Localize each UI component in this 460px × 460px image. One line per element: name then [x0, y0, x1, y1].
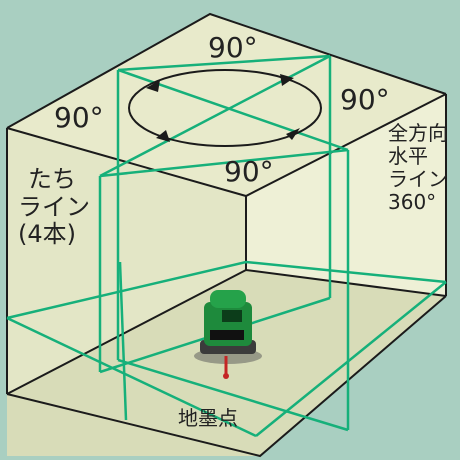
horizontal-line-label-line1: 全方向: [388, 121, 448, 145]
rotation-arrow: [128, 69, 322, 147]
angle-label-bottom: 90°: [224, 155, 274, 188]
horizontal-line-label-line2: 水平: [388, 144, 428, 168]
horizontal-line-label-line3: ライン: [388, 167, 448, 191]
horizontal-line-label-line4: 360°: [388, 190, 437, 214]
horizontal-line-label: 全方向 水平 ライン 360°: [388, 122, 448, 214]
left-wall: [7, 128, 246, 394]
right-wall: [246, 94, 446, 296]
angle-label-right: 90°: [340, 83, 390, 116]
vertical-lines-label-line3: (4本): [18, 220, 76, 249]
vertical-lines-label-line1: たち: [28, 165, 76, 193]
ground-point-label: 地墨点: [178, 406, 238, 430]
room-edges: [6, 12, 447, 458]
angle-label-top: 90°: [208, 31, 258, 64]
angle-label-left: 90°: [54, 101, 104, 134]
laser-device: [194, 290, 262, 379]
vertical-lines-label: たち ライン (4本): [18, 165, 90, 249]
vertical-lines-label-line2: ライン: [18, 192, 90, 221]
arrow-heads: [146, 74, 300, 142]
